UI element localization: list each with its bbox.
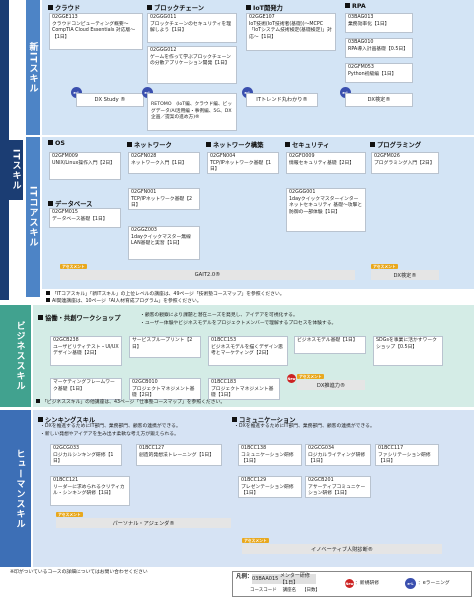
cat-os: OS — [48, 140, 65, 147]
it-note-2: AI関連講座は、10ページ「AI人材育成プログラム」を参照ください。 — [46, 298, 471, 306]
course-card[interactable]: 02GGG011 ブロックチェーンのセキュリティを理解しよう【1日】 — [147, 13, 237, 43]
assessment-innovative[interactable]: イノベーティブ人財診断® — [242, 544, 442, 554]
cat-workshop: 協働・共創ワークショップ — [38, 313, 121, 322]
elearning-icon: e-L — [405, 578, 416, 589]
cat-iot: IoT開発力 — [246, 3, 283, 12]
new-badge: New — [287, 374, 296, 383]
course-card[interactable]: 03BAG010 RPA導入計画基礎【0.5日】 — [345, 38, 413, 58]
course-card[interactable]: サービスブループリント【2日】 — [129, 336, 201, 358]
elearning-dx-study[interactable]: DX Study ® — [76, 93, 144, 107]
elearning-it-trend[interactable]: ITトレンド丸わかり® — [246, 93, 318, 107]
elearning-icon: e-L — [242, 87, 253, 98]
course-card[interactable]: 01BCC183 プロジェクトマネジメント基礎【1日】 — [208, 378, 280, 400]
course-card[interactable]: 02GCG034 ロジカルライティング研修【1日】 — [305, 444, 371, 466]
elearning-icon: e-L — [71, 87, 82, 98]
assessment-dx-suishin[interactable]: DX推進力® — [297, 380, 365, 390]
assessment-dx[interactable]: DX検定® — [371, 270, 439, 280]
new-it-skill-tab: 新ITスキル — [26, 0, 40, 135]
course-card[interactable]: 02GCB201 アサーティブコミュニケーション研修【1日】 — [305, 476, 371, 498]
course-card[interactable]: 02GCG033 ロジカルシンキング研修【1日】 — [50, 444, 122, 466]
human-bullet: ・新しい発想やアイデアを生み出す柔軟な考え方が鍛えられる。 — [40, 432, 179, 437]
course-card[interactable]: 02GFO009 情報セキュリティ基礎【2日】 — [286, 152, 366, 174]
assessment-personal-agenda[interactable]: パーソナル・アジェンダ® — [56, 518, 231, 528]
assessment-tag: アセスメント — [60, 264, 87, 269]
human-skill-bar — [0, 410, 9, 567]
human-bullet: ・DXを推進するためにIT部門、業務部門、顧客の連携ができる。 — [234, 424, 375, 429]
course-card[interactable]: 01BCC129 プレゼンテーション研修【1日】 — [238, 476, 302, 498]
course-card[interactable]: 01BCC153 ビジネスモデルを描くデザイン思考とマーケティング【2日】 — [208, 336, 288, 366]
course-card[interactable]: 02GFN004 TCP/IPネットワーク基礎【1日】 — [207, 152, 279, 174]
course-card[interactable]: ビジネスモデル基礎【1日】 — [294, 336, 366, 354]
course-card[interactable]: 02GFM026 プログラミング入門【2日】 — [371, 152, 439, 174]
course-card[interactable]: 03BAG013 業務効率化【1日】 — [345, 13, 413, 33]
legend-new-text: ：新規研修 — [355, 581, 379, 586]
course-card[interactable]: 02GGZ003 1dayクイックマスター無線LAN基礎と実習【1日】 — [128, 226, 200, 260]
course-card[interactable]: マーケティングフレームワーク基礎【1日】 — [50, 378, 122, 400]
human-skill-tab: ヒューマンスキル — [9, 410, 31, 567]
course-card[interactable]: 02GFM053 Python初級編【1日】 — [345, 63, 413, 83]
it-note-1: 「ITコアスキル」「新ITスキル」の上位レベルの講座は、49ページ「技術塾コース… — [46, 291, 471, 299]
assessment-tag: アセスメント — [297, 374, 324, 379]
new-badge: New — [345, 579, 354, 588]
cat-blockchain: ブロックチェーン — [147, 3, 204, 12]
course-card[interactable]: 02GGE113 クラウドコンピューティング概要〜CompTIA Cloud E… — [49, 13, 143, 50]
course-card[interactable]: 02GGG001 1dayクイックマスターインターネットセキュリティ 基礎〜攻撃… — [286, 188, 366, 232]
business-skill-bar — [0, 305, 9, 407]
course-card[interactable]: 01BCC121 リーダーに求められるクリティカル・シンキング研修【1日】 — [50, 476, 130, 506]
legend-header: コースコード講座名【日数】 — [250, 588, 320, 593]
elearning-dx-kentei[interactable]: DX検定® — [345, 93, 413, 107]
it-core-skill-tab: ITコアスキル — [26, 137, 40, 297]
legend-sample: 03BAA015 メンター研修【1日】 — [252, 573, 316, 586]
it-skill-tab: ITスキル — [9, 140, 23, 200]
course-card[interactable]: 02GFN001 TCP/IPネットワーク基礎【2日】 — [128, 188, 200, 210]
legend-el-text: ：eラーニング — [418, 581, 450, 586]
elearning-icon: e-L — [340, 87, 351, 98]
business-bullet: ・ユーザー体験やビジネスモデルをプロジェクトメンバーで理解するプロセスを体験する… — [140, 321, 337, 326]
course-card[interactable]: 02GFM015 データベース基礎【1日】 — [49, 208, 121, 228]
cat-database: データベース — [48, 199, 92, 208]
business-skill-tab: ビジネススキル — [9, 305, 31, 407]
footnote: ※印がついているコースの詳細についてはお問い合わせください — [10, 570, 148, 575]
assessment-tag: アセスメント — [56, 512, 83, 517]
business-bullet: ・顧客の観察により課題と潜在ニーズを発見し、アイデアを可視化する。 — [140, 313, 298, 318]
course-card[interactable]: 02GGE107 IoT技術(IoT技術者(基礎))〜MCPC「IoTシステム技… — [246, 13, 336, 51]
assessment-tag: アセスメント — [371, 264, 398, 269]
cat-programming: プログラミング — [370, 140, 421, 149]
human-bullet: ・DXを推進するためにIT部門、業務部門、顧客の連携ができる。 — [40, 424, 181, 429]
cat-network: ネットワーク — [127, 140, 172, 149]
elearning-retomo[interactable]: RETOMO (IoT編、クラウド編、ビッグデータ/AI活用編・事例編、5G、D… — [147, 93, 237, 131]
cat-communication: コミュニケーション — [232, 415, 296, 424]
cat-thinking: シンキングスキル — [38, 415, 95, 424]
business-note: 「ビジネススキル」の他講座は、43ページ「仕事塾コースマップ」を参照ください。 — [36, 399, 461, 407]
course-card[interactable]: 01BCC127 創造的発想法トレーニング【1日】 — [136, 444, 222, 466]
course-card[interactable]: 02GCB010 プロジェクトマネジメント基礎【2日】 — [129, 378, 201, 400]
course-card[interactable]: 01BCC138 コミュニケーション研修【1日】 — [238, 444, 302, 466]
cat-network-build: ネットワーク構築 — [206, 140, 263, 149]
legend-label: 凡例： — [236, 574, 253, 580]
elearning-icon: e-L — [142, 87, 153, 98]
assessment-gait[interactable]: GAIT2.0® — [60, 270, 355, 280]
course-card[interactable]: SDGsを事業に活かすワークショップ【0.5日】 — [373, 336, 443, 366]
cat-rpa: RPA — [345, 3, 366, 10]
course-card[interactable]: 02GGG012 ゲームを作って学ぶブロックチェーンの分散アプリケーション開発【… — [147, 46, 237, 84]
it-skill-bar — [0, 0, 9, 300]
course-card[interactable]: 02GFN028 ネットワーク入門【1日】 — [128, 152, 200, 174]
course-card[interactable]: 02GCB238 ユーザビリティテスト・UI/UXデザイン基礎【2日】 — [50, 336, 122, 366]
cat-cloud: クラウド — [48, 3, 80, 12]
course-card[interactable]: 01BCC117 ファシリテーション研修【1日】 — [375, 444, 439, 466]
course-card[interactable]: 02GFM009 UNIX/Linux操作入門【2日】 — [49, 152, 121, 180]
cat-security: セキュリティ — [285, 140, 329, 149]
assessment-tag: アセスメント — [242, 538, 269, 543]
